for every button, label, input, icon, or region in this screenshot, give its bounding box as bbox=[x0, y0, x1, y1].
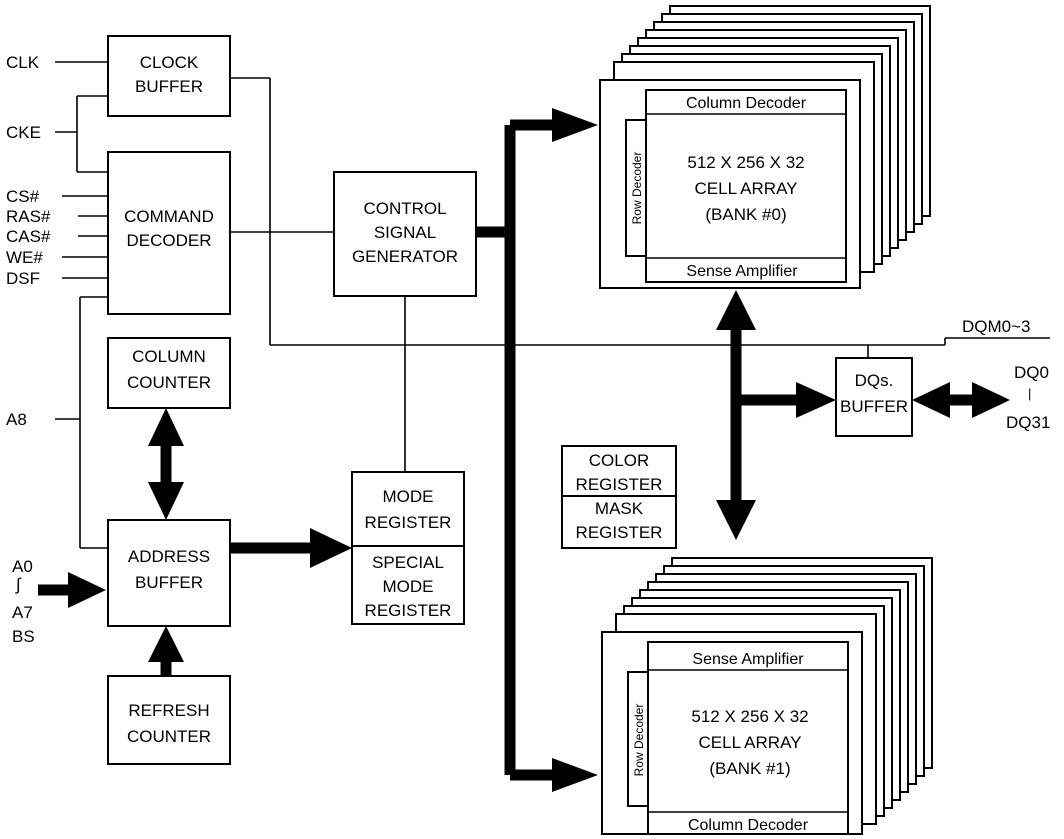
pin-a7: A7 bbox=[12, 603, 33, 622]
address-buffer-label-2: BUFFER bbox=[135, 573, 203, 592]
clock-buffer-label-1: CLOCK bbox=[140, 53, 199, 72]
pin-a0: A0 bbox=[12, 557, 33, 576]
column-counter: COLUMN COUNTER bbox=[107, 337, 231, 409]
column-counter-label-1: COLUMN bbox=[132, 347, 206, 366]
column-counter-label-2: COUNTER bbox=[127, 373, 211, 392]
smr-label-1: SPECIAL bbox=[372, 553, 444, 572]
pin-dq-range-mark: | bbox=[1028, 386, 1031, 401]
input-pin-labels: CLK CKE CS# RAS# CAS# WE# DSF A8 A0 ∫ A7… bbox=[6, 53, 51, 646]
address-buffer-label-1: ADDRESS bbox=[128, 547, 210, 566]
bank1-sense-amplifier: Sense Amplifier bbox=[692, 651, 804, 668]
bank1-column-decoder: Column Decoder bbox=[688, 817, 809, 834]
csg-label-2: SIGNAL bbox=[374, 223, 436, 242]
mask-register-label-2: REGISTER bbox=[576, 523, 663, 542]
pin-ras: RAS# bbox=[6, 207, 51, 226]
bank1-row-decoder: Row Decoder bbox=[632, 704, 646, 777]
pin-cke: CKE bbox=[6, 123, 41, 142]
smr-label-3: REGISTER bbox=[365, 601, 452, 620]
command-decoder: COMMAND DECODER bbox=[107, 151, 231, 315]
dqs-buffer-label-2: BUFFER bbox=[840, 397, 908, 416]
bank1-stack: Sense Amplifier Column Decoder Row Decod… bbox=[601, 557, 933, 835]
pin-a8: A8 bbox=[6, 410, 27, 429]
color-register-label-1: COLOR bbox=[589, 451, 649, 470]
address-buffer: ADDRESS BUFFER bbox=[107, 519, 231, 627]
output-pin-labels: DQM0~3 DQ0 | DQ31 bbox=[962, 317, 1050, 432]
control-signal-generator: CONTROL SIGNAL GENERATOR bbox=[333, 171, 477, 297]
bank0-row-decoder: Row Decoder bbox=[630, 152, 644, 225]
pin-cs: CS# bbox=[6, 187, 40, 206]
pin-dq31: DQ31 bbox=[1006, 413, 1050, 432]
bank0-cell-array-line-1: 512 X 256 X 32 bbox=[687, 153, 804, 172]
pin-bs: BS bbox=[12, 627, 35, 646]
mode-register-label-2: REGISTER bbox=[365, 513, 452, 532]
mask-register: MASK REGISTER bbox=[561, 495, 677, 549]
mode-register-label-1: MODE bbox=[383, 487, 434, 506]
pin-we: WE# bbox=[6, 248, 43, 267]
pin-range-mark: ∫ bbox=[15, 575, 22, 594]
csg-label-3: GENERATOR bbox=[352, 247, 458, 266]
smr-label-2: MODE bbox=[383, 577, 434, 596]
bank1-cell-array-line-1: 512 X 256 X 32 bbox=[691, 707, 808, 726]
bank0-stack: Column Decoder Sense Amplifier Row Decod… bbox=[599, 5, 931, 289]
pin-cas: CAS# bbox=[6, 227, 51, 246]
mode-register: MODE REGISTER bbox=[351, 471, 465, 547]
refresh-counter-label-1: REFRESH bbox=[128, 701, 209, 720]
command-decoder-label-2: DECODER bbox=[126, 231, 211, 250]
bank1-cell-array-line-3: (BANK #1) bbox=[709, 759, 790, 778]
pin-dsf: DSF bbox=[6, 269, 40, 288]
clock-buffer-label-2: BUFFER bbox=[135, 77, 203, 96]
command-decoder-label-1: COMMAND bbox=[124, 207, 214, 226]
bank0-sense-amplifier: Sense Amplifier bbox=[686, 263, 798, 280]
refresh-counter-label-2: COUNTER bbox=[127, 727, 211, 746]
clock-buffer: CLOCK BUFFER bbox=[107, 35, 231, 117]
color-register-label-2: REGISTER bbox=[576, 475, 663, 494]
bus-arrows bbox=[38, 108, 1010, 792]
color-register: COLOR REGISTER bbox=[561, 445, 677, 497]
pin-dq0: DQ0 bbox=[1014, 363, 1049, 382]
csg-label-1: CONTROL bbox=[363, 199, 446, 218]
pin-dqm: DQM0~3 bbox=[962, 317, 1031, 336]
pin-clk: CLK bbox=[6, 53, 40, 72]
bank1-cell-array-line-2: CELL ARRAY bbox=[699, 733, 802, 752]
dqs-buffer-label-1: DQs. bbox=[855, 371, 894, 390]
bank0-cell-array-line-2: CELL ARRAY bbox=[695, 179, 798, 198]
mask-register-label-1: MASK bbox=[595, 499, 644, 518]
refresh-counter: REFRESH COUNTER bbox=[107, 675, 231, 765]
signal-lines bbox=[55, 61, 1050, 549]
dqs-buffer: DQs. BUFFER bbox=[835, 357, 913, 437]
special-mode-register: SPECIAL MODE REGISTER bbox=[351, 545, 465, 625]
bank0-cell-array-line-3: (BANK #0) bbox=[705, 205, 786, 224]
bank0-column-decoder: Column Decoder bbox=[686, 95, 807, 112]
